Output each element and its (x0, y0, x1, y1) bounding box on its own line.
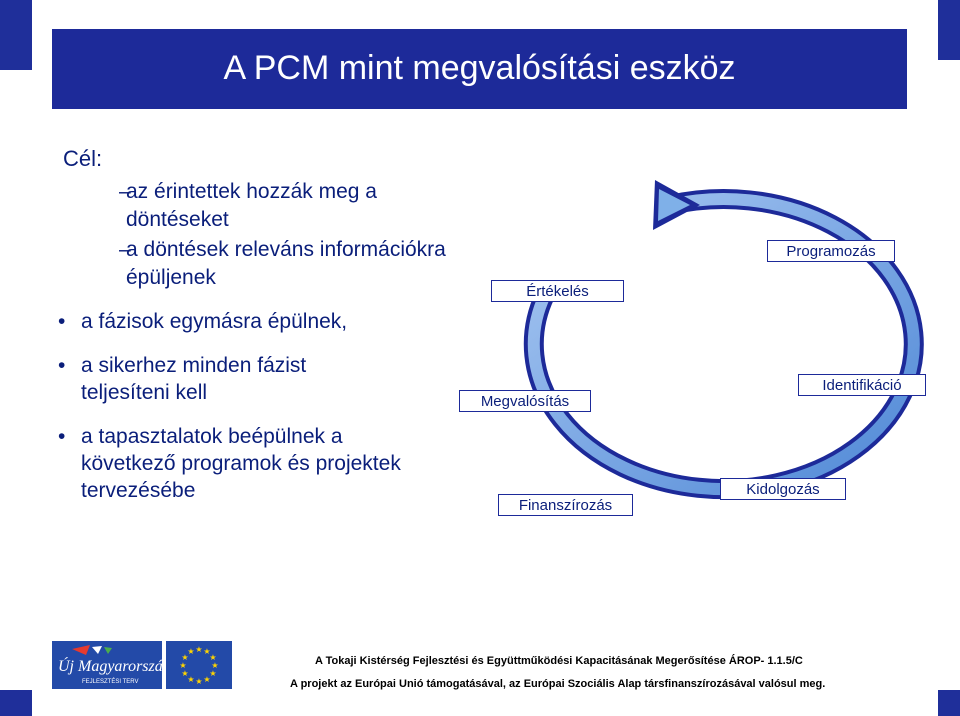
phase-financing: Finanszírozás (498, 494, 633, 516)
bullet-item-3: • a tapasztalatok beépülnek a következő … (58, 423, 418, 504)
bullet-text: a fázisok egymásra épülnek, (58, 308, 418, 335)
decor-strip-top-right (938, 0, 960, 60)
footer-line-2: A projekt az Európai Unió támogatásával,… (290, 678, 825, 690)
decor-strip-bottom-left (0, 690, 32, 716)
dash-item-1: – az érintettek hozzák meg a döntéseket (126, 178, 466, 234)
bullet-icon: • (58, 352, 65, 379)
svg-text:★: ★ (203, 675, 210, 684)
bullet-icon: • (58, 423, 65, 450)
dash-item-2: – a döntések releváns információkra épül… (126, 236, 466, 292)
uj-magyarorszag-logo: Új Magyarország FEJLESZTÉSI TERV (52, 641, 162, 689)
project-cycle-diagram (445, 175, 945, 535)
decor-strip-bottom-right (938, 690, 960, 716)
logo-text-main: Új Magyarország (58, 656, 162, 675)
phase-formulation: Kidolgozás (720, 478, 846, 500)
bullet-item-2: • a sikerhez minden fázist teljesíteni k… (58, 352, 418, 406)
logo-text-sub: FEJLESZTÉSI TERV (82, 678, 138, 685)
cycle-arrow (534, 180, 914, 489)
slide-title: A PCM mint megvalósítási eszköz (52, 49, 907, 88)
phase-programming: Programozás (767, 240, 895, 262)
bullet-item-1: • a fázisok egymásra épülnek, (58, 308, 418, 335)
eu-flag-logo: ★ ★ ★ ★ ★ ★ ★ ★ ★ ★ ★ ★ (166, 641, 232, 689)
goal-label: Cél: (63, 146, 102, 172)
bullet-text: a tapasztalatok beépülnek a következő pr… (58, 423, 401, 504)
title-bar: A PCM mint megvalósítási eszköz (52, 29, 907, 109)
decor-strip-top-left (0, 0, 32, 70)
dash-icon: – (119, 178, 131, 206)
svg-text:★: ★ (195, 677, 202, 686)
svg-text:★: ★ (179, 661, 186, 670)
svg-text:★: ★ (187, 647, 194, 656)
phase-identification: Identifikáció (798, 374, 926, 396)
svg-text:★: ★ (195, 645, 202, 654)
phase-implementation: Megvalósítás (459, 390, 591, 412)
dash-icon: – (119, 236, 131, 264)
phase-evaluation: Értékelés (491, 280, 624, 302)
dash-item-text: az érintettek hozzák meg a döntéseket (126, 180, 377, 231)
dash-item-text: a döntések releváns információkra épülje… (126, 238, 446, 289)
footer-line-1: A Tokaji Kistérség Fejlesztési és Együtt… (315, 655, 803, 667)
svg-text:★: ★ (181, 669, 188, 678)
bullet-text: a sikerhez minden fázist teljesíteni kel… (58, 352, 371, 406)
bullet-icon: • (58, 308, 65, 335)
